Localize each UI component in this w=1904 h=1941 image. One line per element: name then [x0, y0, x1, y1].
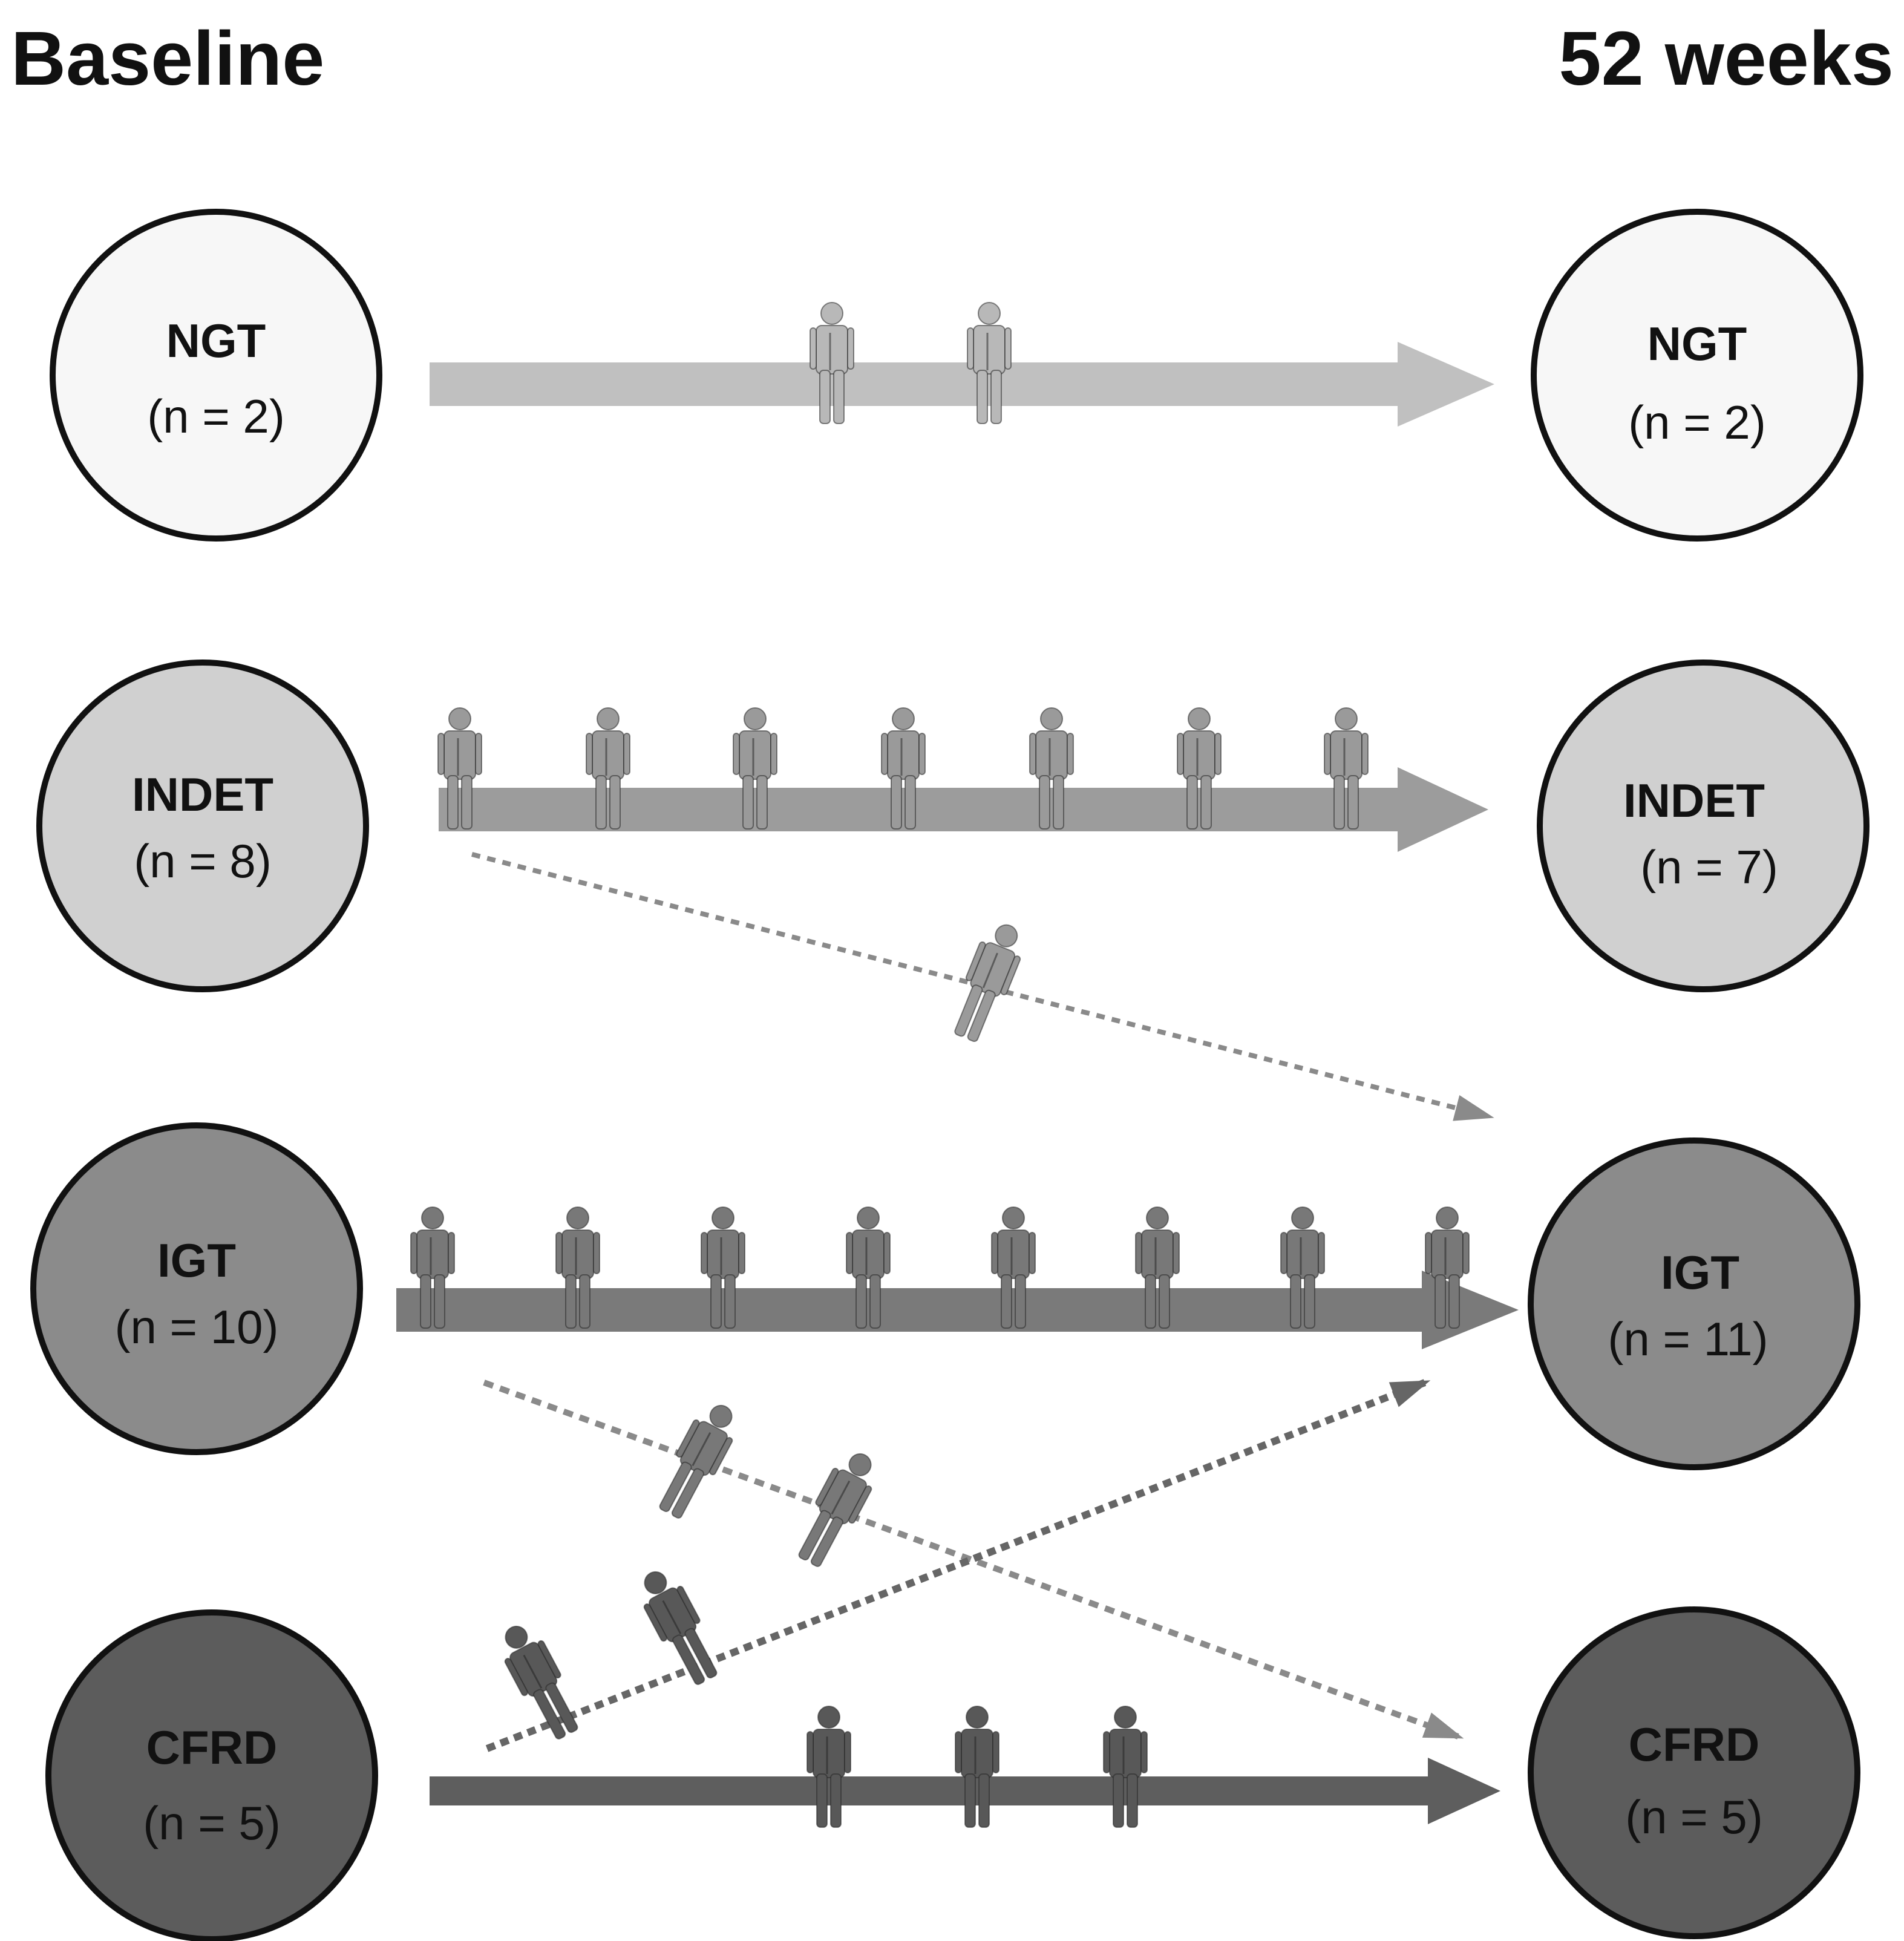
person-icon: [967, 302, 1012, 424]
week52-node-cfrd-count: (n = 5): [1625, 1790, 1763, 1844]
transition-ngt-to-ngt-arrow-shaft: [430, 362, 1398, 406]
week52-node-ngt-circle: [1531, 209, 1863, 542]
baseline-node-ngt-name: NGT: [166, 314, 266, 367]
week52-node-indet-circle: [1537, 660, 1870, 992]
baseline-node-indet: INDET (n = 8): [36, 660, 369, 992]
transition-igt-to-igt-arrow: [396, 1271, 1519, 1349]
arrows-layer: [396, 342, 1519, 1824]
person-icon: [991, 1206, 1036, 1329]
week52-node-cfrd: CFRD (n = 5): [1528, 1606, 1860, 1939]
transition-cfrd-to-cfrd-arrow-shaft: [430, 1776, 1428, 1805]
person-icon: [1029, 707, 1074, 830]
person-icon: [701, 1206, 745, 1329]
person-icon: [1177, 707, 1222, 830]
week52-node-indet-count: (n = 7): [1640, 840, 1778, 894]
baseline-node-igt-count: (n = 10): [115, 1300, 279, 1353]
person-icon: [410, 1206, 455, 1329]
week52-node-indet: INDET (n = 7): [1537, 660, 1870, 992]
person-icon: [954, 924, 1021, 1043]
person-icon: [806, 1706, 851, 1828]
person-icon: [659, 1404, 733, 1519]
baseline-node-indet-count: (n = 8): [134, 834, 272, 888]
week52-node-igt-count: (n = 11): [1608, 1312, 1768, 1366]
transition-cfrd-to-igt-arrow-head: [1389, 1380, 1431, 1407]
transition-cfrd-to-igt-arrow: [485, 1379, 1427, 1752]
baseline-header: Baseline: [11, 16, 324, 101]
person-icon: [643, 1571, 718, 1685]
baseline-node-cfrd: CFRD (n = 5): [45, 1609, 378, 1941]
people-layer: [410, 302, 1470, 1828]
transition-cfrd-to-cfrd-arrow: [430, 1758, 1500, 1824]
baseline-node-cfrd-name: CFRD: [146, 1721, 278, 1774]
week52-node-ngt: NGT (n = 2): [1531, 209, 1863, 542]
person-icon: [504, 1625, 578, 1740]
baseline-node-ngt: NGT (n = 2): [50, 209, 382, 542]
person-icon: [586, 707, 630, 830]
week52-node-igt: IGT (n = 11): [1528, 1137, 1860, 1470]
person-icon: [1280, 1206, 1325, 1329]
baseline-node-ngt-circle: [50, 209, 382, 542]
transition-cfrd-to-cfrd-arrow-head: [1428, 1758, 1500, 1824]
week52-node-indet-name: INDET: [1623, 774, 1765, 827]
baseline-node-cfrd-circle: [45, 1609, 378, 1941]
transition-indet-to-indet-arrow-head: [1398, 767, 1488, 852]
person-icon: [1425, 1206, 1470, 1329]
week52-node-cfrd-circle: [1528, 1606, 1860, 1939]
transition-igt-to-igt-arrow-shaft: [396, 1288, 1422, 1332]
person-icon: [955, 1706, 999, 1828]
person-icon: [1324, 707, 1369, 830]
transition-ngt-to-ngt-arrow: [430, 342, 1494, 427]
week52-node-ngt-name: NGT: [1647, 317, 1747, 370]
week52-node-cfrd-name: CFRD: [1629, 1718, 1760, 1771]
week52-node-ngt-count: (n = 2): [1628, 396, 1766, 449]
transition-igt-to-cfrd-arrow-head: [1422, 1712, 1464, 1739]
baseline-node-igt-name: IGT: [157, 1234, 236, 1287]
week52-header: 52 weeks: [1559, 16, 1894, 101]
week52-node-igt-name: IGT: [1661, 1246, 1739, 1299]
person-icon: [733, 707, 777, 830]
person-icon: [846, 1206, 891, 1329]
baseline-node-igt: IGT (n = 10): [30, 1122, 363, 1455]
transition-indet-to-indet-arrow-shaft: [439, 788, 1398, 831]
week52-node-igt-circle: [1528, 1137, 1860, 1470]
person-icon: [437, 707, 482, 830]
person-icon: [1103, 1706, 1148, 1828]
transition-igt-to-cfrd-arrow: [483, 1380, 1459, 1740]
person-icon: [881, 707, 926, 830]
person-icon: [1135, 1206, 1180, 1329]
baseline-node-indet-name: INDET: [132, 768, 273, 821]
baseline-node-igt-circle: [30, 1122, 363, 1455]
baseline-node-ngt-count: (n = 2): [147, 390, 285, 443]
transition-ngt-to-ngt-arrow-head: [1398, 342, 1494, 427]
baseline-node-indet-circle: [36, 660, 369, 992]
person-icon: [555, 1206, 600, 1329]
transition-indet-to-igt-arrow-head: [1453, 1095, 1494, 1121]
person-icon: [798, 1453, 872, 1567]
person-icon: [810, 302, 854, 424]
baseline-node-cfrd-count: (n = 5): [143, 1796, 281, 1850]
